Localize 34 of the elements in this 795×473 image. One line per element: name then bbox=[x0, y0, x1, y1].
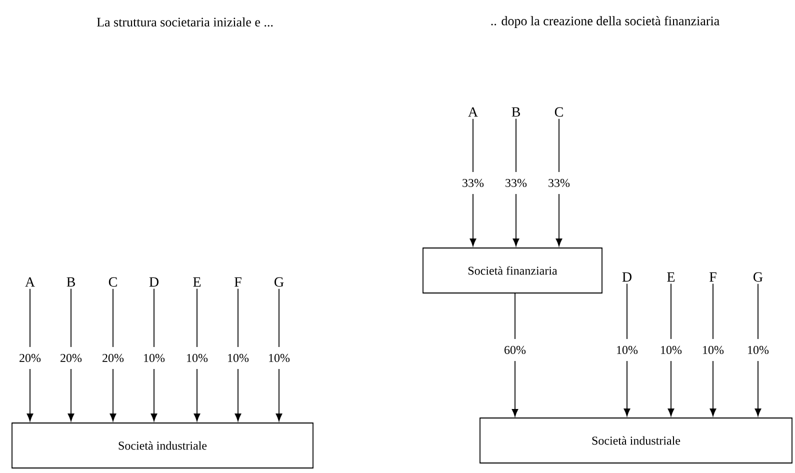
shareholder-letter: G bbox=[274, 277, 284, 287]
shareholder-letter: B bbox=[66, 277, 75, 287]
edge-label: 33% bbox=[460, 172, 486, 194]
shareholder-letter: B bbox=[512, 107, 520, 117]
company-box: Società finanziaria bbox=[422, 248, 602, 294]
edge-label: 20% bbox=[58, 347, 84, 369]
edge-label: 10% bbox=[141, 347, 167, 369]
edge-label: 10% bbox=[184, 347, 210, 369]
heading: .. dopo la creazione della società finanziaria bbox=[491, 16, 720, 28]
shareholder-letter: F bbox=[234, 277, 242, 287]
heading: La struttura societaria iniziale e ... bbox=[96, 17, 273, 27]
shareholder-letter: F bbox=[710, 272, 716, 282]
edge-label: 60% bbox=[502, 339, 528, 361]
shareholder-letter: D bbox=[622, 272, 632, 282]
shareholder-letter: C bbox=[554, 107, 563, 117]
edge-label: 10% bbox=[266, 347, 292, 369]
edge-label: 20% bbox=[100, 347, 126, 369]
edge-label: 33% bbox=[503, 172, 529, 194]
edge-label: 10% bbox=[745, 339, 771, 361]
shareholder-letter: E bbox=[193, 277, 201, 287]
shareholder-letter: A bbox=[25, 277, 35, 287]
edge-label: 33% bbox=[546, 172, 572, 194]
shareholder-letter: E bbox=[667, 272, 675, 282]
shareholder-letter: C bbox=[108, 277, 117, 287]
company-box: Società industriale bbox=[480, 418, 792, 464]
shareholder-letter: D bbox=[149, 277, 158, 287]
shareholder-letter: A bbox=[468, 107, 478, 117]
edge-label: 20% bbox=[17, 347, 43, 369]
edge-label: 10% bbox=[225, 347, 251, 369]
company-box: Società industriale bbox=[12, 422, 314, 468]
shareholder-letter: G bbox=[754, 272, 763, 282]
edge-label: 10% bbox=[614, 339, 640, 361]
edge-label: 10% bbox=[658, 339, 684, 361]
edge-label: 10% bbox=[700, 339, 726, 361]
